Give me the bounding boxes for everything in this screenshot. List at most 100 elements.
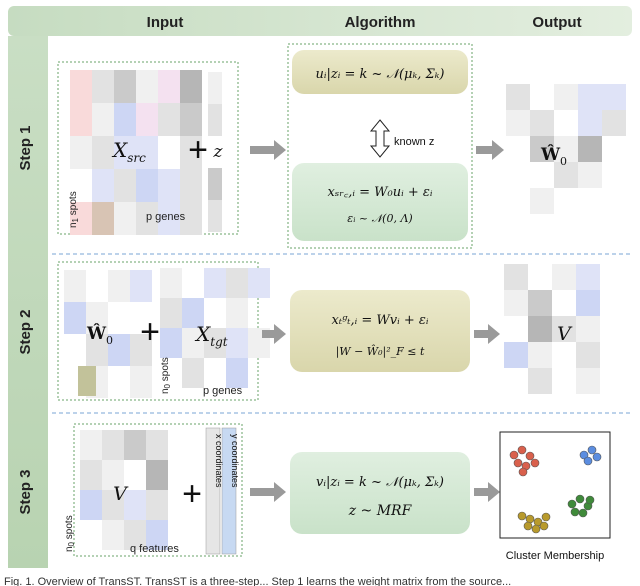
z-label: z <box>213 142 224 162</box>
matrix-cell <box>578 188 602 214</box>
plus-sign: + <box>182 475 202 513</box>
matrix-cell <box>130 302 152 334</box>
xsrc-label: Xsrc <box>111 138 146 165</box>
cluster-points <box>509 445 602 534</box>
matrix-cell <box>204 328 226 358</box>
matrix-cell <box>136 70 158 103</box>
matrix-cell <box>146 490 168 520</box>
matrix-cell <box>602 136 626 162</box>
matrix-cell <box>530 136 554 162</box>
matrix-cell <box>64 302 86 334</box>
cluster-point <box>517 511 527 521</box>
x-coordinates-column <box>205 427 221 555</box>
cluster-point <box>525 451 535 461</box>
matrix-cell <box>64 270 86 302</box>
matrix-cell <box>158 169 180 202</box>
matrix-cell <box>554 110 578 136</box>
matrix-cell <box>114 169 136 202</box>
matrix-cell <box>528 290 552 316</box>
cluster-point <box>585 495 595 505</box>
matrix-cell <box>554 84 578 110</box>
matrix-cell <box>160 328 182 358</box>
matrix-cell <box>130 366 152 398</box>
y-coordinates-column <box>221 427 237 555</box>
flow-arrow-head <box>274 140 286 160</box>
xtgt-label: Xtgt <box>194 322 228 349</box>
matrix-cell <box>70 70 92 103</box>
n0-spots-label: n0 spots <box>160 357 172 394</box>
cluster-point <box>531 524 541 534</box>
step-sidebar <box>8 36 48 568</box>
matrix-cell <box>576 290 600 316</box>
matrix-cell <box>226 358 248 388</box>
figure-caption: Fig. 1. Overview of TransST. TransST is … <box>4 576 511 586</box>
matrix-cell <box>530 110 554 136</box>
matrix-cell <box>146 520 168 550</box>
matrix-cell <box>180 136 202 169</box>
matrix-cell <box>248 268 270 298</box>
step2-equation-bottom: |W − Ŵ₀|²_F ≤ t <box>336 344 425 359</box>
vector-cell <box>208 200 222 232</box>
step1-noise-equation: εᵢ ~ 𝒩(0, Λ) <box>347 212 412 225</box>
matrix-cell <box>506 84 530 110</box>
matrix-cell <box>552 264 576 290</box>
matrix-cell <box>552 316 576 342</box>
matrix-cell <box>136 103 158 136</box>
matrix-cell <box>80 460 102 490</box>
matrix-cell <box>602 84 626 110</box>
matrix-cell <box>92 169 114 202</box>
v-output-matrix <box>504 264 600 394</box>
matrix-cell <box>114 202 136 235</box>
plus-sign: + <box>140 313 160 351</box>
matrix-cell <box>70 103 92 136</box>
matrix-cell <box>204 298 226 328</box>
matrix-cell <box>578 110 602 136</box>
flow-arrow-head <box>488 324 500 344</box>
matrix-cell <box>136 169 158 202</box>
matrix-cell <box>70 136 92 169</box>
n1-spots-label: n1 spots <box>68 191 80 228</box>
cluster-point <box>517 445 527 455</box>
matrix-cell <box>92 136 114 169</box>
matrix-cell <box>102 520 124 550</box>
cluster-point <box>579 450 589 460</box>
header-input: Input <box>147 14 184 31</box>
cluster-point <box>541 512 551 522</box>
cluster-point <box>530 458 540 468</box>
v-input-label: V <box>113 483 129 505</box>
p-genes-label: p genes <box>146 211 186 223</box>
matrix-cell <box>528 342 552 368</box>
cluster-point <box>518 467 528 477</box>
cluster-point <box>570 507 580 517</box>
matrix-cell <box>226 298 248 328</box>
p-genes-label: p genes <box>203 385 243 397</box>
matrix-cell <box>92 70 114 103</box>
cluster-point <box>575 494 585 504</box>
matrix-cell <box>124 430 146 460</box>
matrix-cell <box>80 490 102 520</box>
vector-cell <box>208 168 222 200</box>
step3-input-box <box>73 423 243 557</box>
plus-sign: + <box>188 131 208 169</box>
matrix-cell <box>102 430 124 460</box>
matrix-cell <box>146 460 168 490</box>
known-z-label: known z <box>394 136 434 148</box>
latent-z-vector <box>208 72 222 232</box>
matrix-cell <box>578 84 602 110</box>
header-output: Output <box>532 14 581 31</box>
w0-output-matrix <box>506 84 626 214</box>
matrix-cell <box>114 136 136 169</box>
step-3-label: Step 3 <box>17 469 34 514</box>
flow-arrow-head <box>492 140 504 160</box>
header-band <box>8 6 632 36</box>
cluster-point <box>567 499 577 509</box>
matrix-cell <box>506 162 530 188</box>
matrix-cell <box>576 368 600 394</box>
n0-spots-label: n0 spots <box>64 515 76 552</box>
transfer-equation-box <box>290 290 470 372</box>
matrix-cell <box>552 290 576 316</box>
w0-input-matrix <box>64 270 152 398</box>
matrix-cell <box>554 136 578 162</box>
matrix-cell <box>136 136 158 169</box>
matrix-cell <box>86 302 108 334</box>
